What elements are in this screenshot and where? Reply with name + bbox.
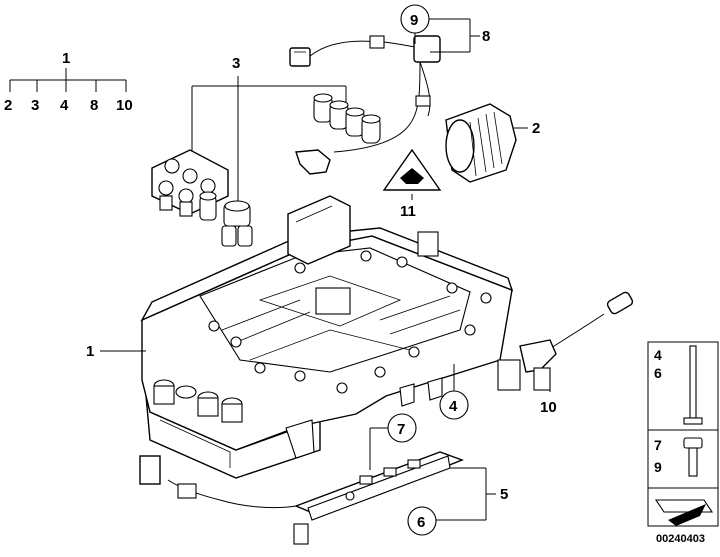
warning-triangle: 11 xyxy=(382,148,442,220)
fastener-legend: 4 6 7 9 xyxy=(647,341,719,527)
diagram-code: 00240403 xyxy=(656,533,705,545)
sensor-label: 10 xyxy=(540,399,557,416)
tree-child-label: 3 xyxy=(31,97,39,114)
connector-label: 2 xyxy=(532,120,540,137)
solenoid-label: 3 xyxy=(232,55,240,72)
legend-label: 4 xyxy=(654,347,662,363)
solenoid-cluster-left xyxy=(151,149,253,247)
control-module: 5 6 xyxy=(139,451,508,545)
circle-6-label: 6 xyxy=(417,514,425,531)
connector: 2 xyxy=(445,103,540,183)
solenoid-group-top xyxy=(313,93,381,144)
legend-label: 6 xyxy=(654,365,662,381)
harness-top xyxy=(289,35,441,175)
tree-child-label: 2 xyxy=(4,97,12,114)
circle-9-label: 9 xyxy=(410,12,418,29)
harness-callout: 9 8 xyxy=(400,4,490,53)
circle-4-callout: 4 xyxy=(439,364,469,420)
valve-body-label: 1 xyxy=(86,343,94,360)
valve-body-callout: 1 xyxy=(86,343,146,360)
valve-body xyxy=(140,195,514,479)
harness-label: 8 xyxy=(482,28,490,45)
module-label: 5 xyxy=(500,486,508,503)
tree-child-label: 8 xyxy=(90,97,98,114)
circle-7-label: 7 xyxy=(397,421,405,438)
tree-child-label: 10 xyxy=(116,97,133,114)
circle-4-label: 4 xyxy=(449,398,458,415)
circle-7-callout: 7 xyxy=(369,413,417,470)
warning-label: 11 xyxy=(400,203,416,220)
legend-label: 7 xyxy=(654,437,662,453)
sensor: 10 xyxy=(497,291,634,416)
tree-child-label: 4 xyxy=(60,97,69,114)
legend-label: 9 xyxy=(654,459,662,475)
tree-root-label: 1 xyxy=(62,50,70,67)
label-tree: 1 2 3 4 8 10 xyxy=(4,50,133,114)
